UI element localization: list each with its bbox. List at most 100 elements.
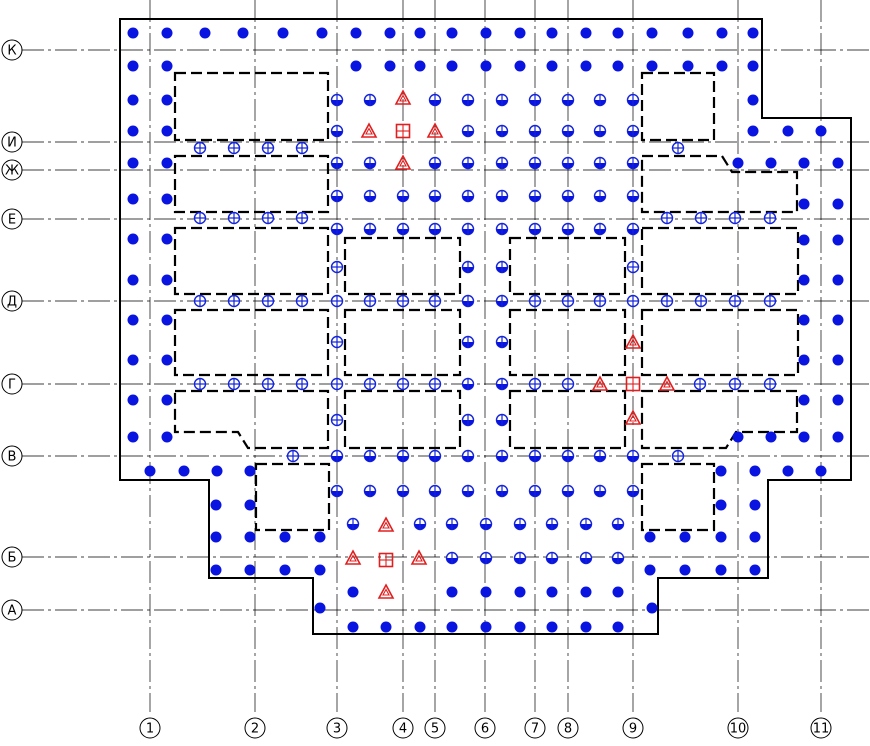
pile-solid [749, 531, 761, 543]
pile-crossed [330, 335, 344, 349]
pile-half [428, 484, 442, 498]
pile-half [461, 484, 475, 498]
pile-crossed [261, 211, 275, 225]
pile-half [330, 93, 344, 107]
pile-solid [161, 125, 173, 137]
pile-solid [765, 157, 777, 169]
pile-solid [747, 60, 759, 72]
pile-crossed [261, 141, 275, 155]
pile-crossed [626, 260, 640, 274]
axis-bubble: 10 [727, 717, 749, 739]
pile-half [495, 222, 509, 236]
pile-solid [646, 27, 658, 39]
pile-solid [546, 60, 558, 72]
axis-bubble: А [1, 599, 23, 621]
pile-half [495, 93, 509, 107]
pile-crossed [396, 294, 410, 308]
pile-solid [127, 157, 139, 169]
pile-half [579, 517, 593, 531]
pile-solid [514, 586, 526, 598]
pile-triangle [591, 375, 609, 391]
pile-solid [161, 394, 173, 406]
pile-half [495, 294, 509, 308]
opening [640, 462, 716, 532]
pile-half [626, 449, 640, 463]
pile-solid [646, 60, 658, 72]
pile-half [330, 222, 344, 236]
pile-solid [715, 465, 727, 477]
pile-half [561, 124, 575, 138]
axis-bubble: Б [1, 546, 23, 568]
pile-solid [747, 125, 759, 137]
pile-solid [612, 586, 624, 598]
pile-triangle [377, 516, 395, 532]
pile-solid [347, 621, 359, 633]
pile-triangle [344, 549, 362, 565]
pile-half [545, 517, 559, 531]
pile-solid [210, 531, 222, 543]
pile-crossed [396, 377, 410, 391]
pile-solid [514, 621, 526, 633]
pile-solid [350, 27, 362, 39]
pile-crossed [593, 294, 607, 308]
pile-half [396, 189, 410, 203]
pile-half [611, 551, 625, 565]
pile-solid [798, 394, 810, 406]
pile-solid [127, 314, 139, 326]
axis-label: Е [8, 213, 16, 228]
pile-half [479, 517, 493, 531]
opening [343, 236, 462, 296]
pile-crossed [694, 294, 708, 308]
opening [508, 389, 627, 450]
pile-crossed [193, 294, 207, 308]
pile-half [413, 517, 427, 531]
pile-solid [782, 465, 794, 477]
pile-solid [480, 27, 492, 39]
pile-solid [316, 27, 328, 39]
axis-bubble: 9 [622, 717, 644, 739]
pile-half [528, 189, 542, 203]
pile-half [428, 222, 442, 236]
pile-half [528, 93, 542, 107]
pile-crossed [363, 377, 377, 391]
opening [254, 462, 331, 532]
pile-solid [747, 27, 759, 39]
pile-solid [347, 586, 359, 598]
pile-crossed [227, 294, 241, 308]
pile-solid [161, 354, 173, 366]
pile-solid [480, 60, 492, 72]
pile-solid [782, 125, 794, 137]
pile-solid [279, 531, 291, 543]
pile-triangle [624, 333, 642, 349]
pile-solid [244, 465, 256, 477]
pile-half [545, 551, 559, 565]
pile-solid [199, 27, 211, 39]
pile-solid [414, 60, 426, 72]
pile-solid [580, 586, 592, 598]
pile-half [396, 222, 410, 236]
pile-crossed [694, 211, 708, 225]
pile-crossed [671, 141, 685, 155]
pile-crossed [561, 377, 575, 391]
pile-half [528, 222, 542, 236]
pile-square [395, 123, 411, 139]
pile-crossed [330, 294, 344, 308]
pile-solid [716, 27, 728, 39]
pile-half [330, 124, 344, 138]
pile-half [593, 189, 607, 203]
opening [343, 389, 462, 450]
pile-solid [161, 94, 173, 106]
pile-crossed [363, 294, 377, 308]
pile-half [330, 156, 344, 170]
pile-solid [446, 586, 458, 598]
axis-bubble: 7 [524, 717, 546, 739]
pile-crossed [660, 294, 674, 308]
pile-solid [798, 274, 810, 286]
axis-label: 3 [333, 722, 341, 737]
pile-solid [798, 234, 810, 246]
pile-half [363, 156, 377, 170]
pile-half [330, 484, 344, 498]
pile-solid [414, 621, 426, 633]
pile-solid [446, 621, 458, 633]
pile-solid [679, 564, 691, 576]
